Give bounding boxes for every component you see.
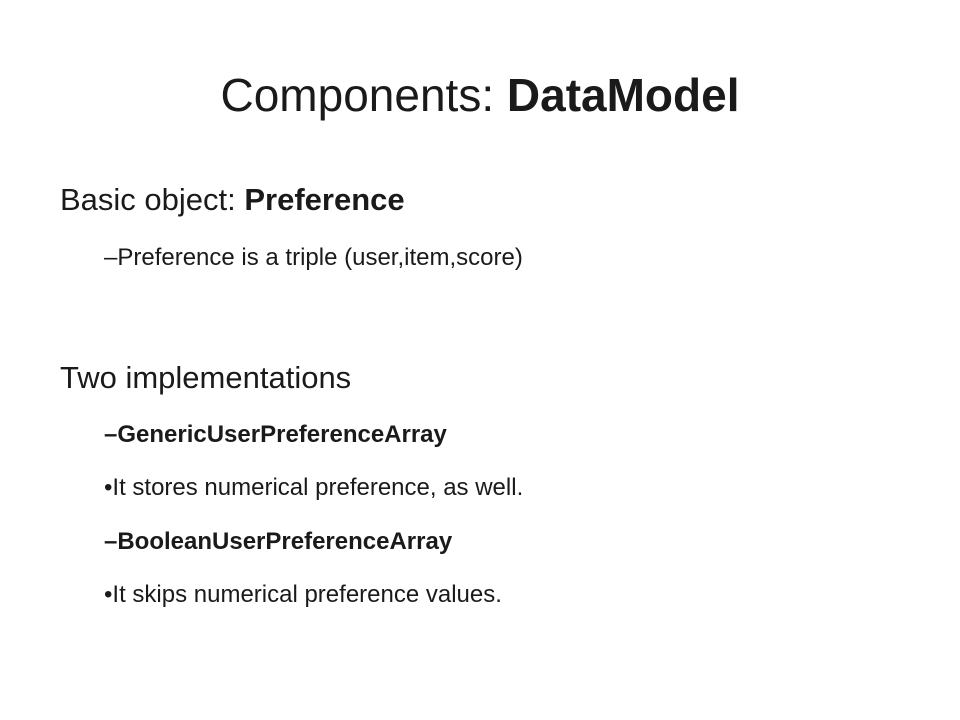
sub-bullet-preference-triple: –Preference is a triple (user,item,score… bbox=[104, 244, 523, 271]
slide-title-bold: DataModel bbox=[506, 69, 740, 121]
sub-bullet-boolean-user-preference-array: –BooleanUserPreferenceArray bbox=[104, 528, 453, 555]
slide-title-prefix: Components: bbox=[220, 69, 507, 121]
sub-sub-bullet-skips-numerical: •It skips numerical preference values. bbox=[104, 581, 502, 608]
bullet-two-implementations: Two implementations bbox=[60, 360, 352, 395]
sub-sub-bullet-stores-numerical: •It stores numerical preference, as well… bbox=[104, 474, 524, 501]
bullet-basic-object-prefix: Basic object: bbox=[60, 182, 245, 217]
bullet-basic-object: Basic object: Preference bbox=[60, 178, 405, 222]
sub-bullet-generic-user-preference-array: –GenericUserPreferenceArray bbox=[104, 421, 447, 448]
slide-title: Components: DataModel bbox=[0, 60, 960, 130]
bullet-basic-object-bold: Preference bbox=[244, 182, 405, 217]
